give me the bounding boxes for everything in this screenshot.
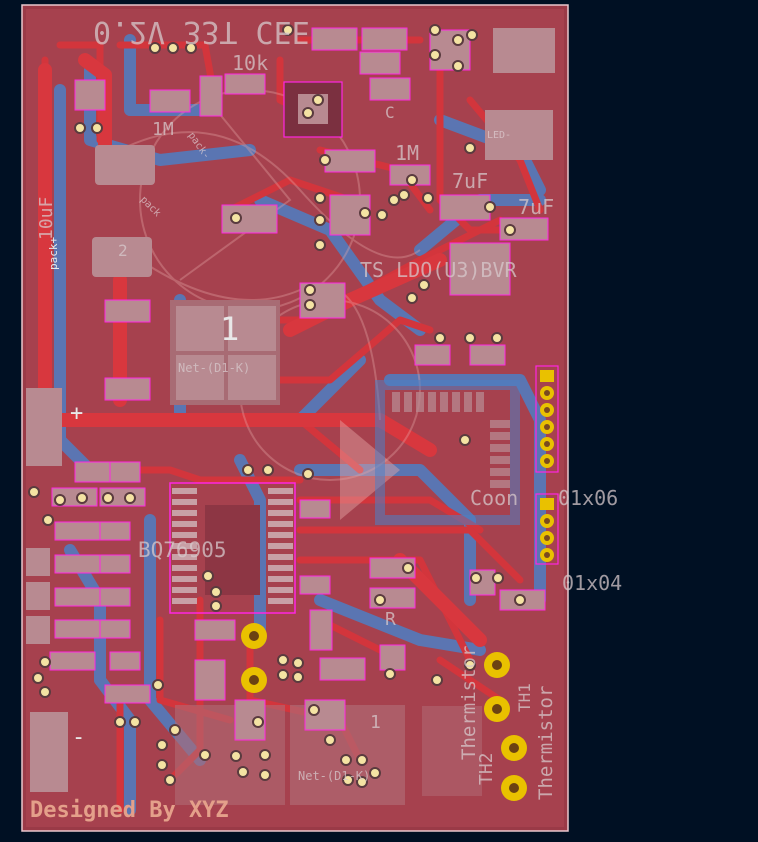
connector-1x04	[535, 493, 559, 565]
silk-designed-by: Designed By XYZ	[30, 798, 229, 823]
silk-top-mirrored: 0.2V 33T CEE	[93, 14, 310, 49]
silk-r: R	[385, 609, 396, 630]
silk-th2: TH2	[476, 752, 497, 785]
smd-components	[49, 27, 549, 741]
qfn-ic	[283, 81, 343, 138]
silk-minus: -	[72, 725, 85, 750]
silk-pad-1b: 1	[370, 712, 381, 733]
silk-pad-2: 2	[118, 241, 128, 260]
ic-bq-footprint	[169, 482, 296, 614]
ic-bq-pins	[172, 488, 293, 604]
silk-net-label: Net-(D1-K)	[178, 361, 250, 375]
silk-1M-a: 1M	[152, 119, 174, 140]
footprint-pads	[26, 28, 555, 805]
silk-bq: BQ76905	[138, 538, 227, 562]
silk-pad-1: 1	[220, 310, 239, 348]
silk-7uF-b: 7uF	[518, 195, 554, 219]
silk-10uF: 10uF	[36, 197, 57, 240]
thermistor-pads	[241, 623, 527, 801]
silk-c: C	[385, 103, 395, 122]
silk-1x06: 01x06	[558, 486, 618, 510]
silk-ldo: TS LDO(U3)BVR	[360, 258, 517, 282]
silk-coon: Coon	[470, 486, 518, 510]
vias	[28, 24, 526, 788]
silk-1M-b: 1M	[395, 141, 419, 165]
silk-10k: 10k	[232, 51, 268, 75]
connector-1x06	[535, 365, 559, 473]
silkscreen-triangle	[340, 420, 400, 520]
silk-1x04: 01x04	[562, 571, 622, 595]
silk-plus: +	[70, 401, 83, 426]
silk-pack-plus: pack+	[47, 237, 60, 270]
silk-thermistor-a: Thermistor	[458, 646, 480, 760]
silk-th1: TH1	[515, 683, 534, 712]
silk-led-minus: LED-	[487, 130, 511, 141]
silk-net-label-b: Net-(D1-K)	[298, 769, 370, 783]
silk-thermistor-b: Thermistor	[535, 686, 557, 800]
mcu-footprint	[375, 380, 520, 525]
silk-7uF: 7uF	[452, 169, 488, 193]
